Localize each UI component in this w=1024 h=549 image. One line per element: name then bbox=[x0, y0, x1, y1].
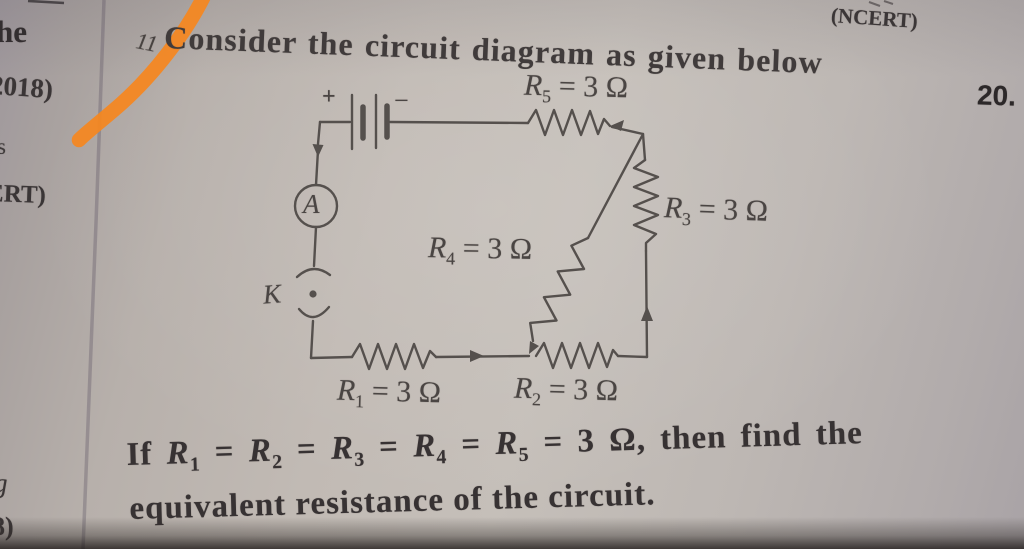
resistor-r1-symbol bbox=[350, 342, 438, 371]
margin-fragment-s: s bbox=[0, 134, 6, 159]
current-arrow-diagonal-icon bbox=[529, 341, 539, 354]
resistor-r4-symbol bbox=[529, 236, 590, 343]
key-symbol bbox=[295, 267, 332, 319]
margin-fragment-ert: ERT) bbox=[0, 179, 47, 210]
ammeter-label: A bbox=[303, 189, 320, 219]
wire-top bbox=[388, 120, 530, 125]
current-arrow-down-icon bbox=[312, 144, 324, 157]
stray-mark-top-left bbox=[27, 0, 65, 5]
resistor-r4-label: R4 = 3 Ω bbox=[427, 231, 533, 269]
resistor-r2-label: R2 = 3 Ω bbox=[513, 371, 619, 410]
resistor-r3-label: R3 = 3 Ω bbox=[663, 191, 769, 230]
wire-diagonal bbox=[586, 134, 644, 240]
resistor-r3-symbol bbox=[632, 158, 660, 253]
margin-fragment-g: g bbox=[0, 468, 8, 499]
battery-minus-sign: − bbox=[394, 86, 409, 115]
stray-mark-top-right bbox=[868, 0, 894, 7]
current-arrow-right-icon bbox=[470, 350, 484, 362]
battery-plus-sign: + bbox=[322, 84, 336, 110]
wire-left-bottom bbox=[309, 319, 315, 360]
photo-bottom-shadow bbox=[0, 517, 1024, 549]
wire-left-middle bbox=[312, 225, 318, 268]
wire-right-top bbox=[641, 132, 647, 162]
margin-fragment-he: he bbox=[0, 14, 27, 49]
wire-right-bottom bbox=[644, 249, 649, 359]
highlighter-stroke bbox=[71, 0, 211, 148]
resistor-r5-symbol bbox=[526, 108, 612, 137]
key-label: K bbox=[261, 278, 283, 310]
wire-bottom-left bbox=[309, 355, 354, 360]
resistor-r2-symbol bbox=[534, 341, 620, 370]
battery-symbol bbox=[350, 93, 390, 151]
resistor-r5-label: R5 = 3 Ω bbox=[523, 68, 629, 107]
margin-fragment-2018: 2018) bbox=[0, 69, 55, 105]
resistor-r1-label: R1 = 3 Ω bbox=[336, 373, 442, 412]
margin-question-number: 20. bbox=[976, 79, 1017, 112]
wire-bottom-right bbox=[616, 354, 649, 359]
current-arrow-up-icon bbox=[641, 306, 653, 321]
page-spine-shadow bbox=[81, 0, 106, 549]
current-arrow-left-icon bbox=[610, 120, 624, 131]
